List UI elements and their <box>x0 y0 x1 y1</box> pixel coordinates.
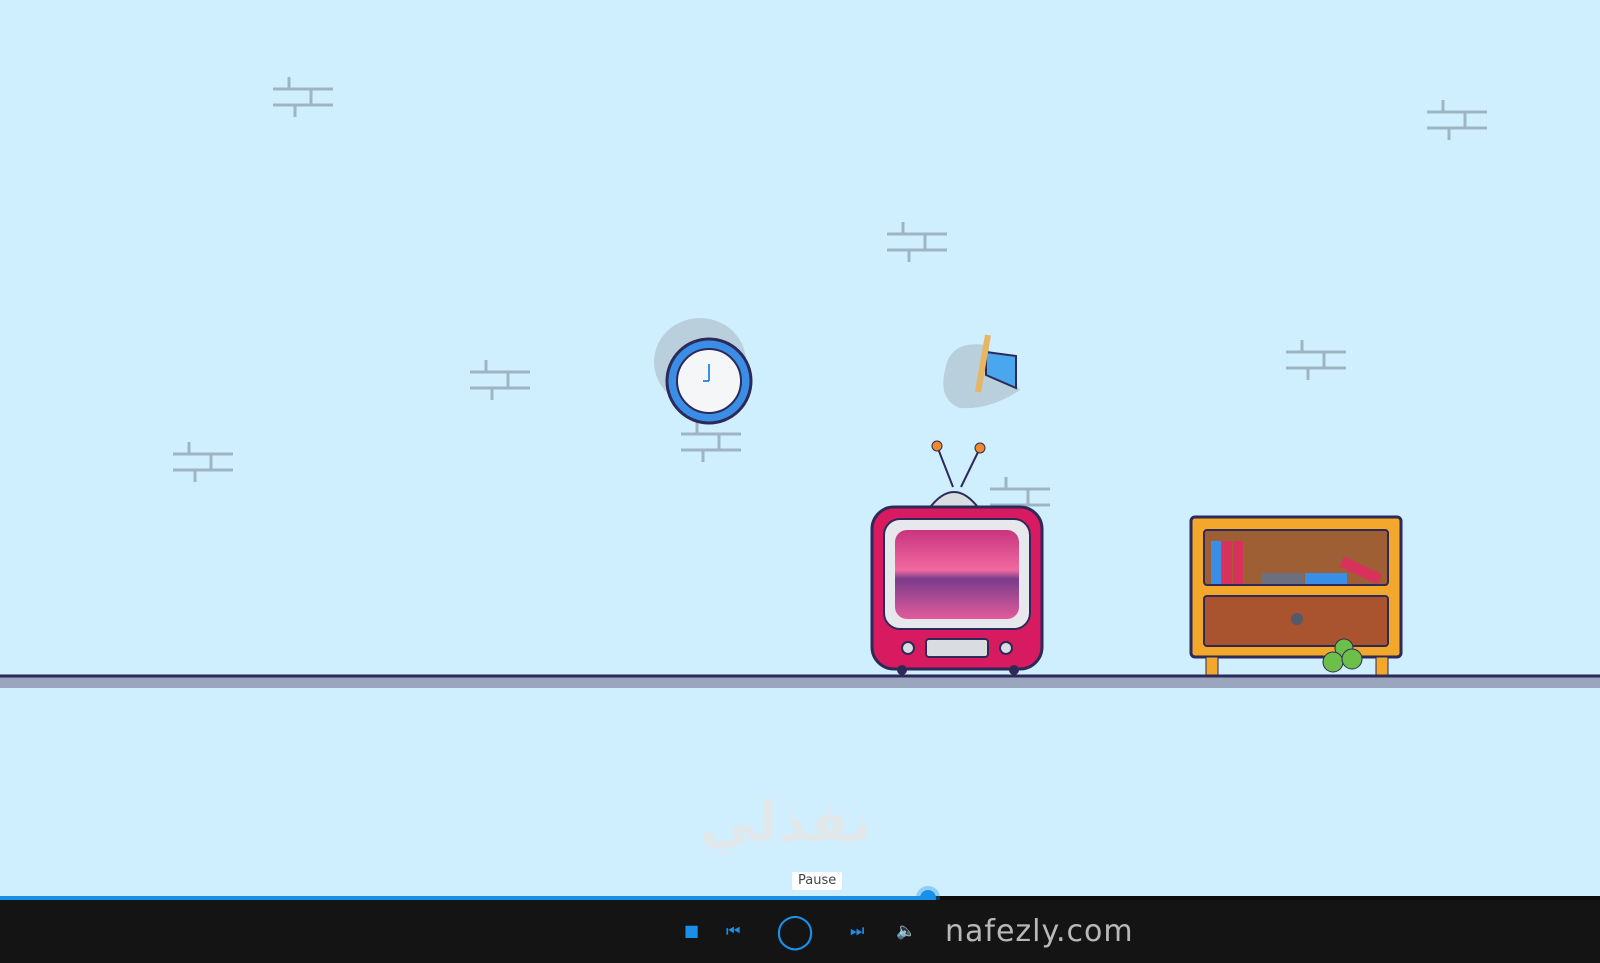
play-pause-button[interactable]: ◯ <box>776 911 815 951</box>
seek-bar-fill <box>0 896 928 901</box>
animation-scene <box>0 77 1600 688</box>
brick-decoration <box>1427 100 1487 140</box>
brick-decoration <box>470 360 530 400</box>
brick-decoration <box>990 477 1050 517</box>
brick-decoration <box>1286 340 1346 380</box>
bookshelf-illustration <box>1189 515 1403 676</box>
brick-decoration <box>273 77 333 117</box>
next-button[interactable]: ⏭ <box>850 921 865 940</box>
clock-icon <box>654 318 753 425</box>
brick-decoration <box>681 422 741 462</box>
floor <box>0 676 1600 688</box>
watermark-arabic: نفذلي <box>700 790 872 855</box>
watermark-latin: nafezly.com <box>945 914 1134 949</box>
volume-button[interactable]: 🔈 <box>896 921 916 940</box>
tv-illustration <box>870 440 1044 675</box>
brick-decoration <box>887 222 947 262</box>
player-controls <box>0 900 1600 963</box>
megaphone-icon <box>943 334 1020 409</box>
stop-button[interactable]: ■ <box>684 921 700 940</box>
previous-button[interactable]: ⏮ <box>726 921 741 940</box>
brick-decoration <box>173 442 233 482</box>
pause-tooltip: Pause <box>792 872 843 890</box>
